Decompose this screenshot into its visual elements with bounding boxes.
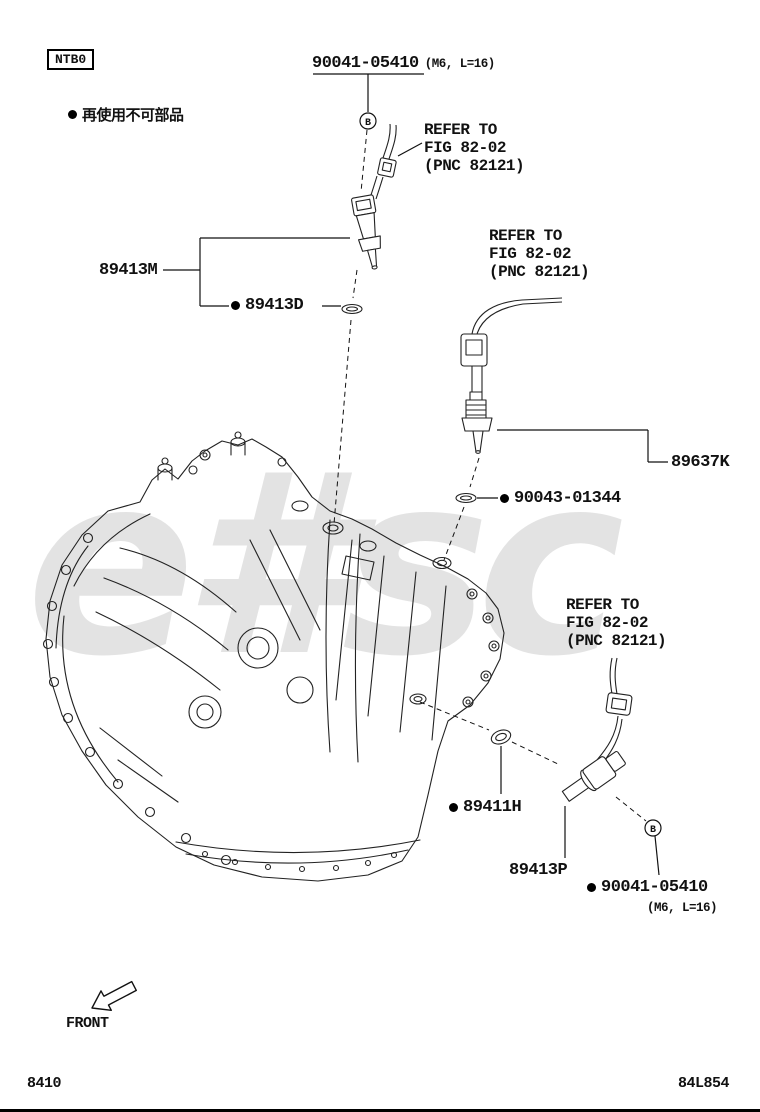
bolt-marker-bottom: B: [644, 819, 662, 837]
sensor-wires: [369, 123, 623, 765]
temp-sensor-89637k: [460, 333, 493, 454]
transaxle-drawing: [42, 431, 505, 882]
refer-note-1: REFER TO FIG 82-02 (PNC 82121): [424, 121, 525, 175]
oring-89413d-shape: [341, 303, 363, 315]
part-number-89413d: 89413D: [245, 296, 304, 315]
page-code: NTB0: [55, 52, 87, 67]
refer-note-3-line2: FIG 82-02: [566, 614, 648, 632]
refer-note-1-line2: FIG 82-02: [424, 139, 506, 157]
non-reusable-dot-icon: [68, 110, 77, 119]
footer-code-left: 8410: [27, 1075, 62, 1092]
refer-note-3-line1: REFER TO: [566, 596, 639, 614]
refer-note-1-line1: REFER TO: [424, 121, 497, 139]
footer-code-right: 84L854: [678, 1075, 730, 1092]
non-reusable-legend: 再使用不可部品: [68, 104, 184, 125]
refer-note-2: REFER TO FIG 82-02 (PNC 82121): [489, 227, 590, 281]
oring-90043-shape: [455, 492, 477, 504]
speed-sensor-89413p: [561, 692, 633, 802]
refer-note-3-line3: (PNC 82121): [566, 632, 667, 650]
svg-text:B: B: [365, 118, 371, 129]
front-label: FRONT: [66, 1015, 109, 1032]
part-label-89411h: 89411H: [449, 798, 522, 817]
watermark: e#sc: [26, 420, 622, 711]
refer-note-2-line1: REFER TO: [489, 227, 562, 245]
part-label-bolt-top: 90041-05410 (M6, L=16): [312, 54, 495, 73]
speed-sensor-89413: [351, 157, 397, 270]
non-reusable-dot-icon: [449, 803, 458, 812]
legend-text: 再使用不可部品: [82, 107, 184, 124]
refer-note-2-line3: (PNC 82121): [489, 263, 590, 281]
part-label-89413p: 89413P: [509, 861, 568, 880]
oring-89411h-shape: [490, 729, 512, 745]
part-label-89637k: 89637K: [671, 453, 730, 472]
part-spec-bolt-bottom: (M6, L=16): [647, 901, 718, 915]
front-arrow: [91, 980, 137, 1011]
non-reusable-dot-icon: [500, 494, 509, 503]
part-number-89411h: 89411H: [463, 798, 522, 817]
leader-lines: [163, 73, 668, 876]
non-reusable-dot-icon: [587, 883, 596, 892]
part-number-bolt-top: 90041-05410: [312, 54, 419, 73]
refer-note-3: REFER TO FIG 82-02 (PNC 82121): [566, 596, 667, 650]
part-label-89413m: 89413M: [99, 261, 158, 280]
part-label-bolt-bottom: 90041-05410: [587, 878, 708, 897]
dashed-leader-lines: [333, 129, 647, 822]
refer-note-2-line2: FIG 82-02: [489, 245, 571, 263]
part-spec-bolt-top: (M6, L=16): [424, 57, 496, 71]
svg-text:B: B: [650, 825, 656, 836]
part-number-bolt-bottom: 90041-05410: [601, 878, 708, 897]
page-bottom-edge: [0, 1109, 760, 1112]
non-reusable-dot-icon: [231, 301, 240, 310]
refer-note-1-line3: (PNC 82121): [424, 157, 525, 175]
page-code-box: NTB0: [47, 49, 95, 70]
part-label-90043: 90043-01344: [500, 489, 621, 508]
part-number-90043: 90043-01344: [514, 489, 621, 508]
bolt-marker-top: B: [359, 112, 377, 130]
part-label-89413d: 89413D: [231, 296, 304, 315]
